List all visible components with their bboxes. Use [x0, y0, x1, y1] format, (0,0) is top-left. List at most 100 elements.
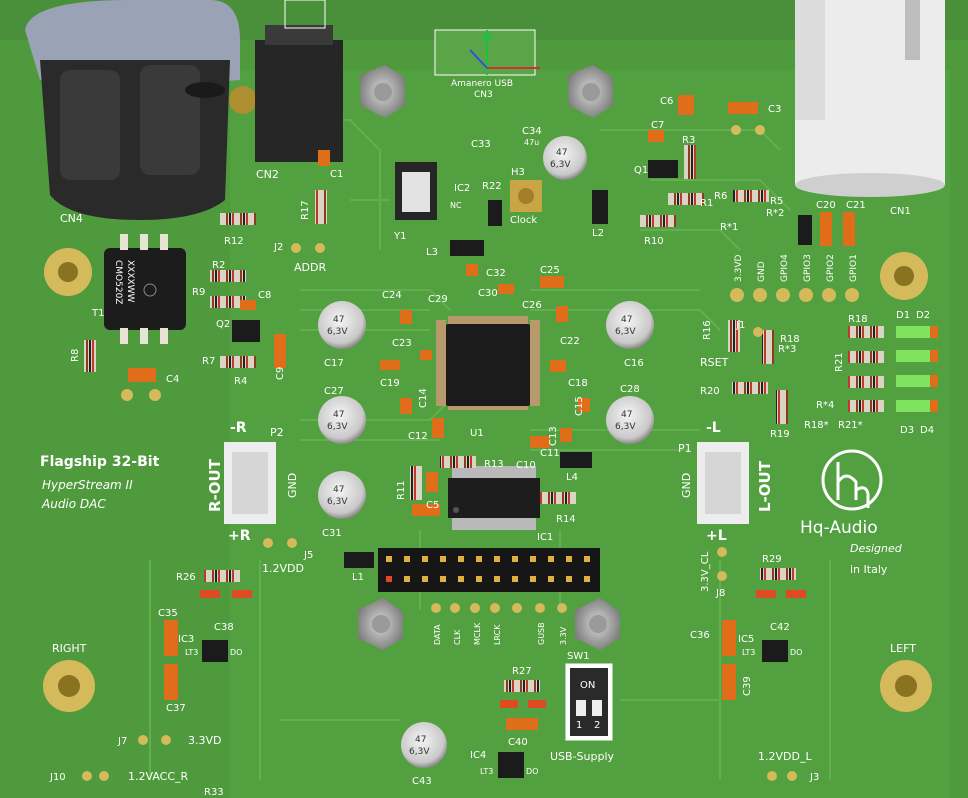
gpio-label-3v3d: 3.3VD [734, 255, 744, 282]
pin-label-3v3: 3.3V [559, 626, 568, 645]
c27-label: C27 [324, 386, 344, 397]
gpio-label-gpio2: GPIO2 [826, 254, 836, 282]
ic5-do-label: DO [790, 648, 802, 657]
c29-label: C29 [428, 294, 448, 305]
j7-label: J7 [117, 736, 127, 747]
ic4-do-label: DO [526, 767, 538, 776]
r12-label: R12 [224, 236, 244, 247]
c27-voltage: 6,3V [327, 422, 348, 432]
c3-label: C3 [768, 104, 781, 115]
standoff-top-right [568, 65, 613, 118]
c32-label: C32 [486, 268, 506, 279]
c19-label: C19 [380, 378, 400, 389]
c4-label: C4 [166, 374, 179, 385]
c11-label: C11 [540, 448, 560, 459]
ic1-label: IC1 [537, 532, 553, 543]
cn3-usb-name: Amanero USB [451, 79, 513, 89]
r27-label: R27 [512, 666, 532, 677]
c34-label: C34 [522, 126, 542, 137]
pin-label-data: DATA [433, 624, 442, 645]
l-plus-label: +L [706, 528, 727, 544]
sw1-pos2-label: 2 [594, 720, 600, 731]
p1-gnd-label: GND [680, 473, 693, 498]
j3-label: J3 [809, 772, 819, 783]
c17-value: 47 [333, 315, 344, 325]
d2-label: D2 [916, 310, 930, 321]
p2-gnd-label: GND [286, 473, 299, 498]
y1-oscillator [395, 162, 437, 220]
electrolytic-cap-c43: 47 6,3V [401, 722, 447, 768]
l2-label: L2 [592, 228, 604, 239]
c28-label: C28 [620, 384, 640, 395]
right-jack-label: RIGHT [52, 642, 87, 655]
designed-label: Designed [850, 542, 903, 555]
l1-label: L1 [352, 572, 364, 583]
c36-label: C36 [690, 630, 710, 641]
c30-label: C30 [478, 288, 498, 299]
c37-label: C37 [166, 703, 186, 714]
c17-label: C17 [324, 358, 344, 369]
q1-label: Q1 [634, 165, 648, 176]
j2-label: J2 [273, 242, 283, 253]
r-star3-label: R*3 [778, 344, 796, 355]
cn2-label: CN2 [256, 168, 279, 181]
pin-label-lrck: LRCK [493, 624, 502, 645]
d3-label: D3 [900, 425, 914, 436]
ic2-label: IC2 [454, 183, 470, 194]
board-title: Flagship 32-Bit [40, 454, 160, 470]
cn4-label: CN4 [60, 212, 83, 225]
electrolytic-cap-c31: 47 6,3V [318, 471, 366, 519]
c28-value: 47 [621, 410, 632, 420]
ic3-lt3-label: LT3 [185, 648, 198, 657]
c39-label: C39 [742, 676, 753, 696]
y1-label: Y1 [393, 231, 406, 242]
electrolytic-cap-c17: 47 6,3V [318, 301, 366, 349]
sw1-dip-switch[interactable] [565, 663, 613, 741]
c16-value: 47 [621, 315, 632, 325]
r1-label: R1 [700, 198, 713, 209]
h3-clock-pad [510, 180, 542, 212]
c15-label: C15 [574, 396, 585, 416]
c20-label: C20 [816, 200, 836, 211]
r9-label: R9 [192, 287, 205, 298]
cn3-usb-outline [434, 29, 540, 76]
h3-label: H3 [511, 167, 525, 178]
electrolytic-cap-c27: 47 6,3V [318, 396, 366, 444]
mounting-hole-left-top [44, 248, 92, 296]
electrolytic-cap-c28: 47 6,3V [606, 396, 654, 444]
r18-label: R18 [848, 314, 868, 325]
pin-label-gusb: GUSB [537, 622, 546, 645]
u1-label: U1 [470, 428, 484, 439]
header-test-pads [431, 603, 567, 613]
r20-label: R20 [700, 386, 720, 397]
ic2-nc-label: NC [450, 201, 462, 210]
r18-star-label: R18* [804, 420, 829, 431]
l4-label: L4 [566, 472, 578, 483]
r3-label: R3 [682, 135, 695, 146]
c23-label: C23 [392, 338, 412, 349]
t1-transformer [104, 234, 186, 344]
left-jack-label: LEFT [890, 642, 916, 655]
p2-output-connector [224, 442, 276, 524]
r5-label: R5 [770, 196, 783, 207]
c26-label: C26 [522, 300, 542, 311]
pin-label-clk: CLK [453, 629, 462, 645]
mounting-hole-right-top [880, 252, 928, 300]
c34-voltage: 6,3V [550, 160, 571, 170]
c10-label: C10 [516, 460, 536, 471]
gpio-label-gpio1: GPIO1 [849, 254, 859, 282]
pin-header-2x12 [378, 548, 600, 592]
c38-label: C38 [214, 622, 234, 633]
c6-label: C6 [660, 96, 673, 107]
v33d-label: 3.3VD [188, 734, 222, 747]
ic4-label: IC4 [470, 750, 486, 761]
c33-label: C33 [471, 139, 491, 150]
r11-label: R11 [396, 480, 407, 500]
t1-label: T1 [91, 308, 104, 319]
cn1-connector [795, 0, 945, 197]
resistor-array [84, 145, 884, 692]
cn4-connector [25, 0, 257, 220]
gpio-label-gpio3: GPIO3 [803, 254, 813, 282]
c18-label: C18 [568, 378, 588, 389]
r4-label: R4 [234, 376, 247, 387]
